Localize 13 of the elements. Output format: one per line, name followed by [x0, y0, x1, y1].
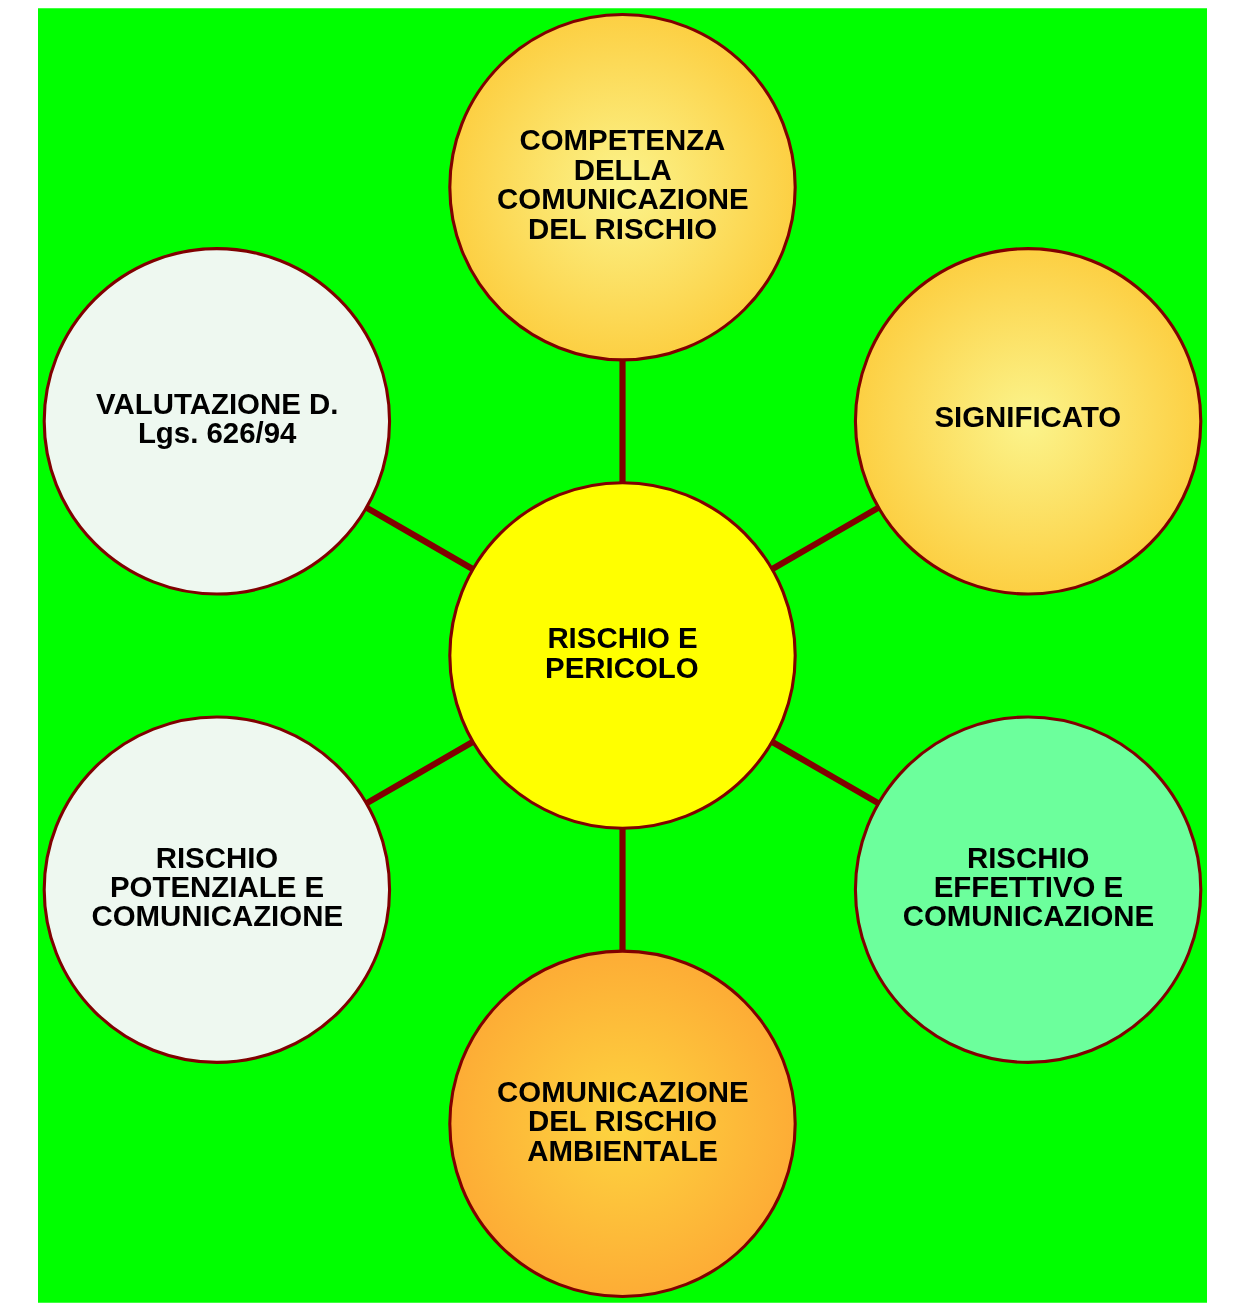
connector — [770, 739, 880, 806]
connector — [365, 505, 475, 572]
node-circle: SIGNIFICATO — [853, 247, 1203, 596]
node-circle: RISCHIO EFFETTIVO E COMUNICAZIONE — [853, 715, 1203, 1064]
connector — [365, 739, 475, 806]
node-circle: RISCHIO E PERICOLO — [448, 481, 797, 830]
node-circle: COMPETENZA DELLA COMUNICAZIONE DEL RISCHIO — [448, 12, 797, 362]
node-circle: COMUNICAZIONE DEL RISCHIO AMBIENTALE — [448, 949, 797, 1299]
connector — [770, 505, 880, 572]
connector — [619, 828, 626, 952]
connector — [619, 359, 626, 483]
node-circle: RISCHIO POTENZIALE E COMUNICAZIONE — [42, 715, 392, 1064]
node-circle: VALUTAZIONE D. Lgs. 626/94 — [42, 247, 392, 596]
